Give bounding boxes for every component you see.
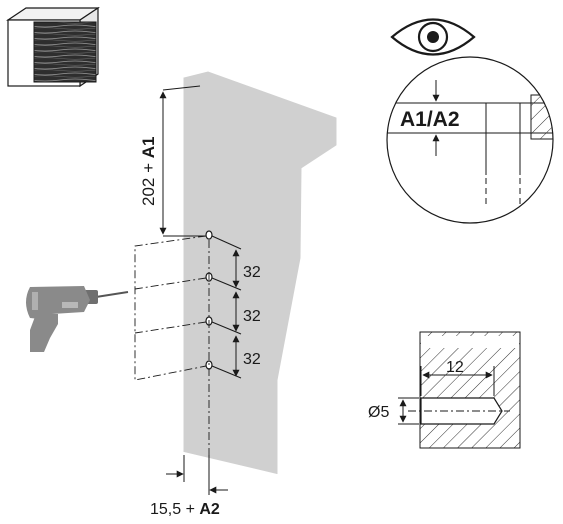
hole-section: 12 Ø5 xyxy=(368,331,521,449)
spacing-label-1: 32 xyxy=(243,264,261,281)
detail-magnifier: A1/A2 xyxy=(386,56,554,224)
hole-depth-label: 12 xyxy=(446,359,464,376)
eye-icon xyxy=(390,18,476,56)
height-dimension xyxy=(159,85,205,237)
height-label: 202 + A1 xyxy=(139,137,158,206)
cabinet-icon xyxy=(6,6,100,88)
edge-label: 15,5 + A2 xyxy=(150,501,220,518)
hole-1 xyxy=(205,230,213,240)
detail-label: A1/A2 xyxy=(400,108,460,131)
spacing-label-3: 32 xyxy=(243,351,261,368)
side-panel xyxy=(183,71,337,474)
edge-dimension xyxy=(166,455,228,495)
drill-icon xyxy=(26,286,129,352)
construction-lines xyxy=(134,235,210,480)
spacing-label-2: 32 xyxy=(243,308,261,325)
hole-diameter-label: Ø5 xyxy=(368,404,389,421)
spacing-dimensions xyxy=(211,235,242,379)
